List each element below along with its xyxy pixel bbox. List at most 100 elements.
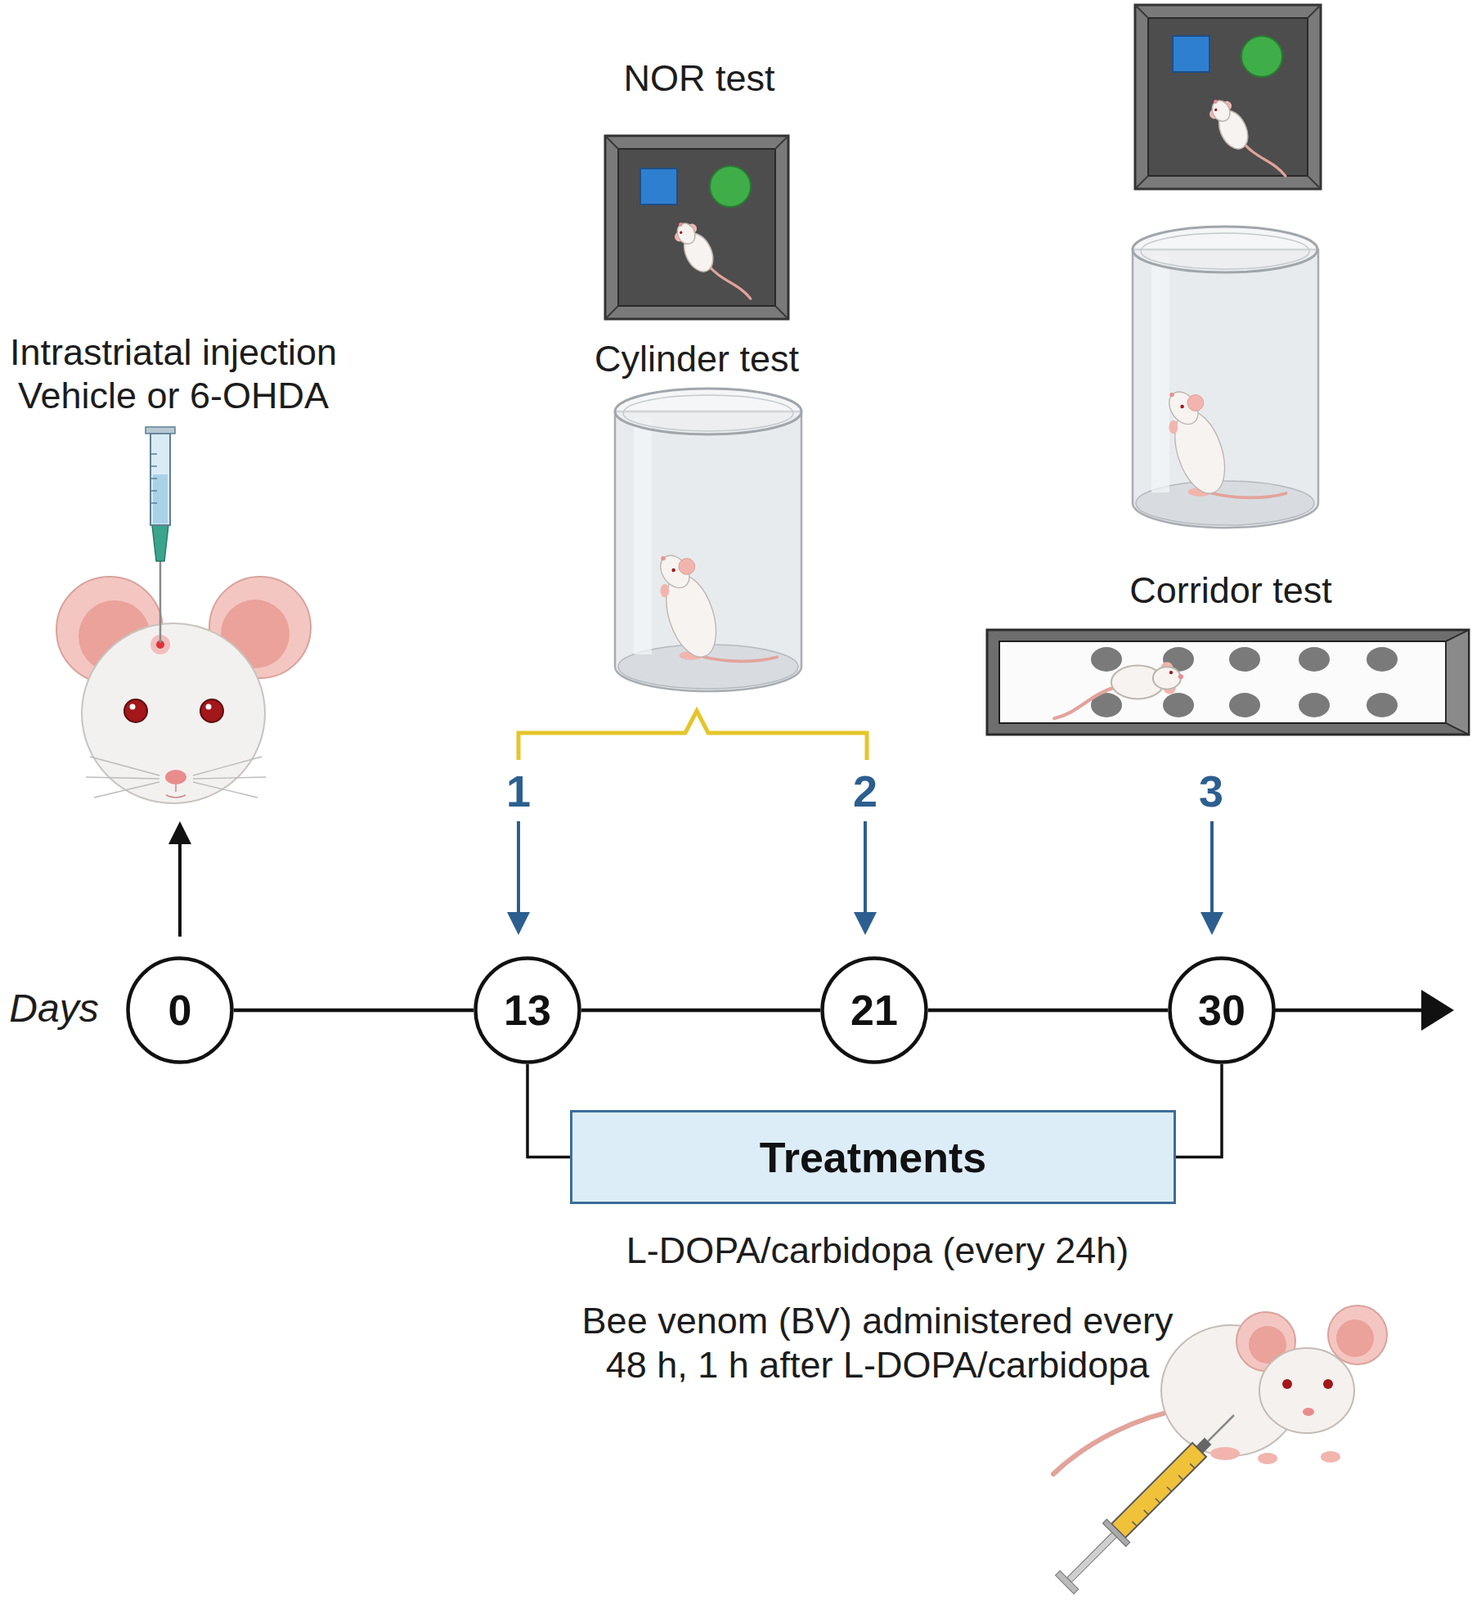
day-number: 0 [168, 985, 193, 1035]
syringe-hub [152, 525, 169, 561]
test-label: NOR test [623, 57, 775, 100]
whisker [192, 781, 258, 798]
eye [200, 699, 224, 723]
mouse-rearing [1162, 385, 1286, 499]
treatment-note: Bee venom (BV) administered every 48 h, … [566, 1298, 1189, 1387]
circle-shape [475, 958, 580, 1063]
syringe [1053, 1403, 1246, 1596]
eye [1282, 1378, 1293, 1389]
mouse-paw [1320, 1450, 1341, 1463]
cylinder-inner-rim [1140, 233, 1310, 270]
cylinder-inner-rim [623, 394, 794, 431]
callout-number: 1 [506, 765, 531, 817]
syringe-fluid [152, 474, 168, 524]
treatment-bracket [1175, 1063, 1222, 1158]
treatment-note: L-DOPA/carbidopa (every 24h) [626, 1229, 1129, 1272]
test-label: Corridor test [1129, 569, 1333, 612]
mouse-top-view [669, 209, 751, 318]
axis-label: Days [8, 985, 99, 1031]
arrow-shaft [863, 821, 867, 916]
treatment-bracket [527, 1063, 570, 1158]
day-number: 21 [850, 985, 898, 1035]
arena-bevel [605, 135, 789, 319]
arrow-shaft [1210, 821, 1214, 916]
whiskers [85, 756, 266, 798]
mouse-foot [1210, 1446, 1240, 1460]
mouse-head [1259, 1347, 1355, 1433]
object-circle [1241, 35, 1283, 77]
whisker [85, 776, 160, 779]
test-label: Cylinder test [594, 337, 799, 381]
needle [159, 560, 162, 643]
mouth [166, 784, 186, 798]
mouse-top-view [1204, 86, 1286, 195]
circle-shape [128, 958, 233, 1063]
arrow-shaft [516, 821, 521, 916]
pellet [1162, 692, 1194, 718]
eye-highlight [130, 704, 136, 710]
eye [124, 699, 148, 723]
ear [1328, 1305, 1387, 1365]
object-square [1172, 35, 1210, 72]
injection-arrow [178, 839, 182, 937]
syringe-plunger [145, 426, 176, 434]
time-point-arrows [507, 821, 1224, 935]
eye-highlight [206, 704, 212, 710]
circle-shape [822, 958, 927, 1063]
whisker [94, 781, 160, 798]
pellet [1366, 646, 1398, 672]
arena-floor [618, 148, 776, 306]
arrow-head [1200, 911, 1224, 935]
whisker [192, 776, 266, 779]
pellet [1090, 646, 1122, 672]
whisker [89, 756, 160, 776]
corridor-frame [987, 629, 1469, 735]
arena-floor [1148, 17, 1308, 176]
timeline-segment [581, 1008, 821, 1013]
object-circle [709, 166, 751, 207]
day-circle: 21 [820, 955, 929, 1064]
injection-label: Intrastriatal injection Vehicle or 6-OHD… [0, 330, 362, 418]
mouse-tail [1053, 1408, 1186, 1474]
pellet [1366, 692, 1398, 718]
pellet [1229, 646, 1261, 672]
day-number: 30 [1198, 985, 1246, 1035]
nor-arena [1135, 4, 1321, 189]
treatment-box: Treatments [569, 1109, 1176, 1204]
day-circle: 13 [473, 955, 582, 1064]
inner-ear [1336, 1319, 1374, 1357]
cylinder-body [614, 411, 802, 692]
arrow-head [168, 821, 192, 844]
syringe-barrel [150, 433, 171, 526]
mouse-paw [1257, 1452, 1278, 1464]
callout-number: 3 [1198, 765, 1224, 817]
whisker [192, 756, 262, 776]
nor-arena [605, 135, 789, 319]
timeline-segment [233, 1008, 474, 1013]
cylinder-body [1132, 249, 1319, 528]
cylinder-rim [1132, 226, 1318, 273]
day-circle: 0 [125, 955, 234, 1064]
arrow-head [853, 911, 877, 935]
box-title: Treatments [759, 1132, 987, 1182]
timeline-arrow-head [1421, 989, 1455, 1031]
arena-bevel [1135, 4, 1321, 189]
pellet [1298, 646, 1330, 672]
graduation-marks [1132, 1463, 1195, 1526]
arrow-head [507, 911, 530, 935]
mouse-rearing [654, 549, 777, 663]
syringe-barrel [1111, 1442, 1207, 1538]
circle-shape [1170, 958, 1275, 1063]
pellet [1229, 692, 1261, 718]
nose [165, 769, 187, 785]
mouse-head [81, 623, 265, 804]
needle [1207, 1414, 1235, 1441]
object-square [640, 168, 678, 205]
corridor-end [1445, 629, 1469, 735]
plunger-rod [1067, 1532, 1118, 1583]
cylinder-shine [1151, 255, 1170, 493]
yellow-bracket [518, 710, 867, 760]
cylinder-shine [633, 417, 652, 655]
timeline-end [1271, 1008, 1428, 1013]
